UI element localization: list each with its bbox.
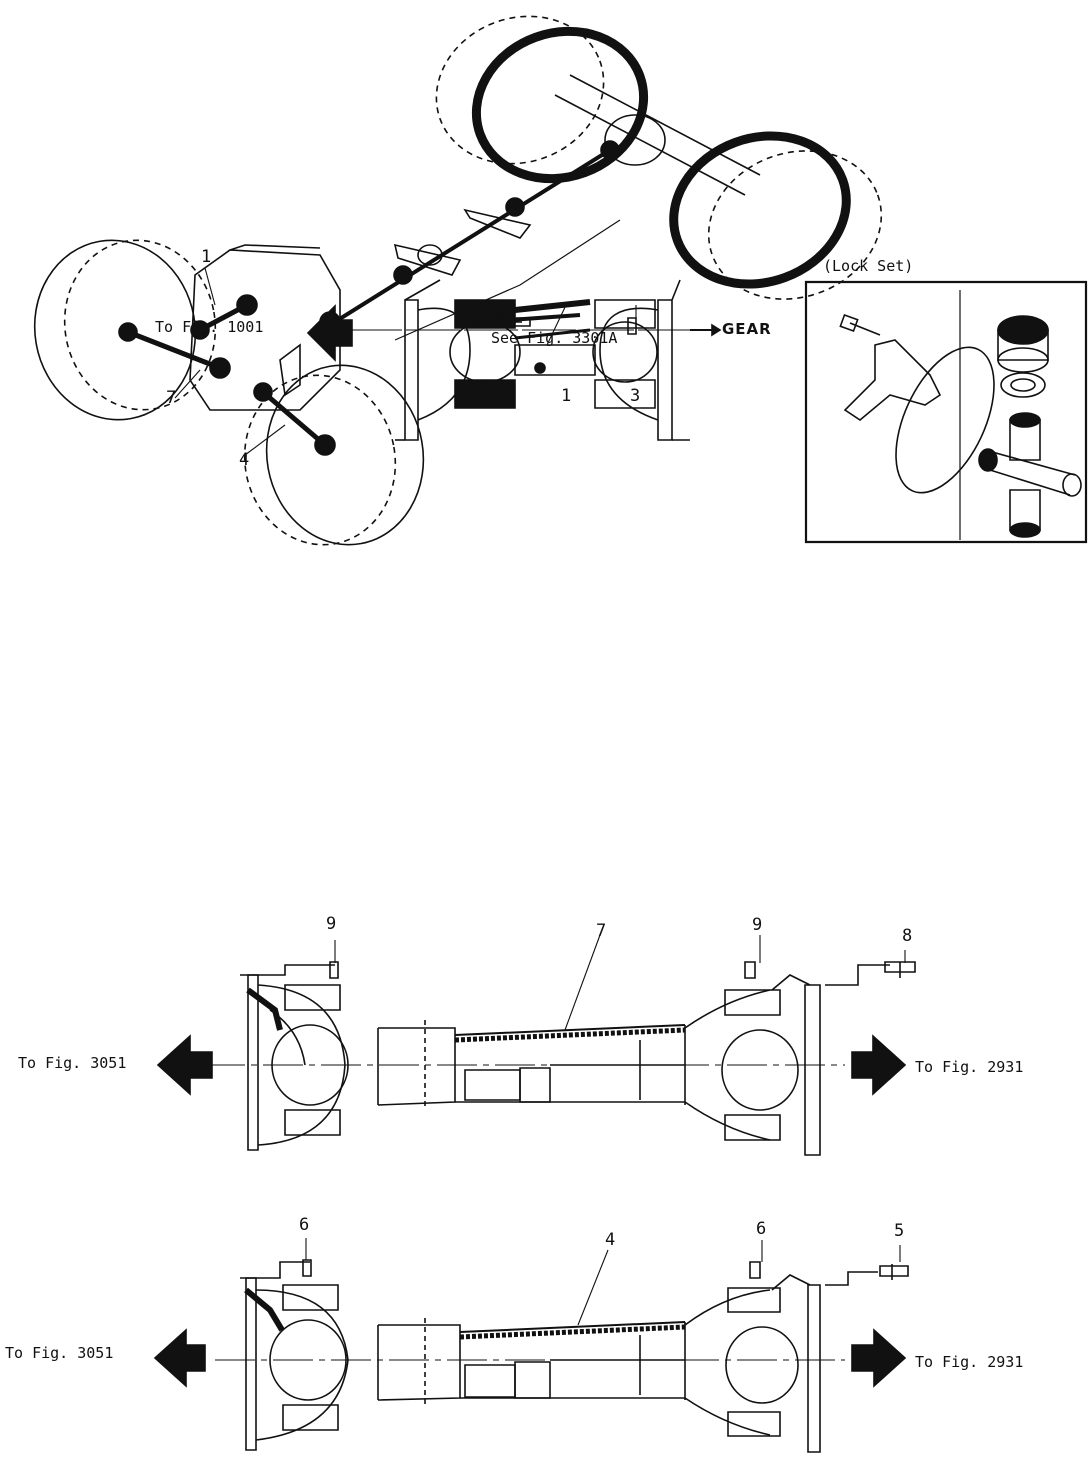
to-fig-3051-label-upper: To Fig. 3051 [18,1054,127,1072]
shaft4-callout-6-right: 6 [756,1219,767,1239]
overview-callout-4: 4 [239,450,250,470]
to-fig-2931-label-upper: To Fig. 2931 [915,1058,1024,1076]
drivetrain-overview [21,0,903,557]
to-fig-2931-label-lower: To Fig. 2931 [915,1353,1024,1371]
drive-shaft-7-view [158,935,915,1155]
see-fig-reference: See Fig. 3301A [491,329,618,347]
shaft7-callout-9-right: 9 [752,915,763,935]
shaft4-callout-6-left: 6 [299,1215,310,1235]
lock-set-title: (Lock Set) [823,257,914,275]
coupling-callout-2: 2 [490,386,501,406]
overview-callout-1: 1 [201,247,212,267]
gear-label: GEAR [722,320,772,338]
to-fig-3051-label-lower: To Fig. 3051 [5,1344,114,1362]
to-fig-1001-label: To Fig. 1001 [155,318,264,336]
shaft4-callout-5: 5 [894,1221,905,1241]
shaft7-callout-7: 7 [596,921,607,941]
lock-set-inset [806,282,1086,542]
coupling-callout-3: 3 [630,386,641,406]
shaft4-callout-4: 4 [605,1230,616,1250]
drive-shaft-4-view [155,1238,908,1452]
shaft7-callout-8: 8 [902,926,913,946]
coupling-view [308,280,720,440]
coupling-callout-1: 1 [561,386,572,406]
shaft7-callout-9-left: 9 [326,914,337,934]
overview-callout-7: 7 [166,388,177,408]
